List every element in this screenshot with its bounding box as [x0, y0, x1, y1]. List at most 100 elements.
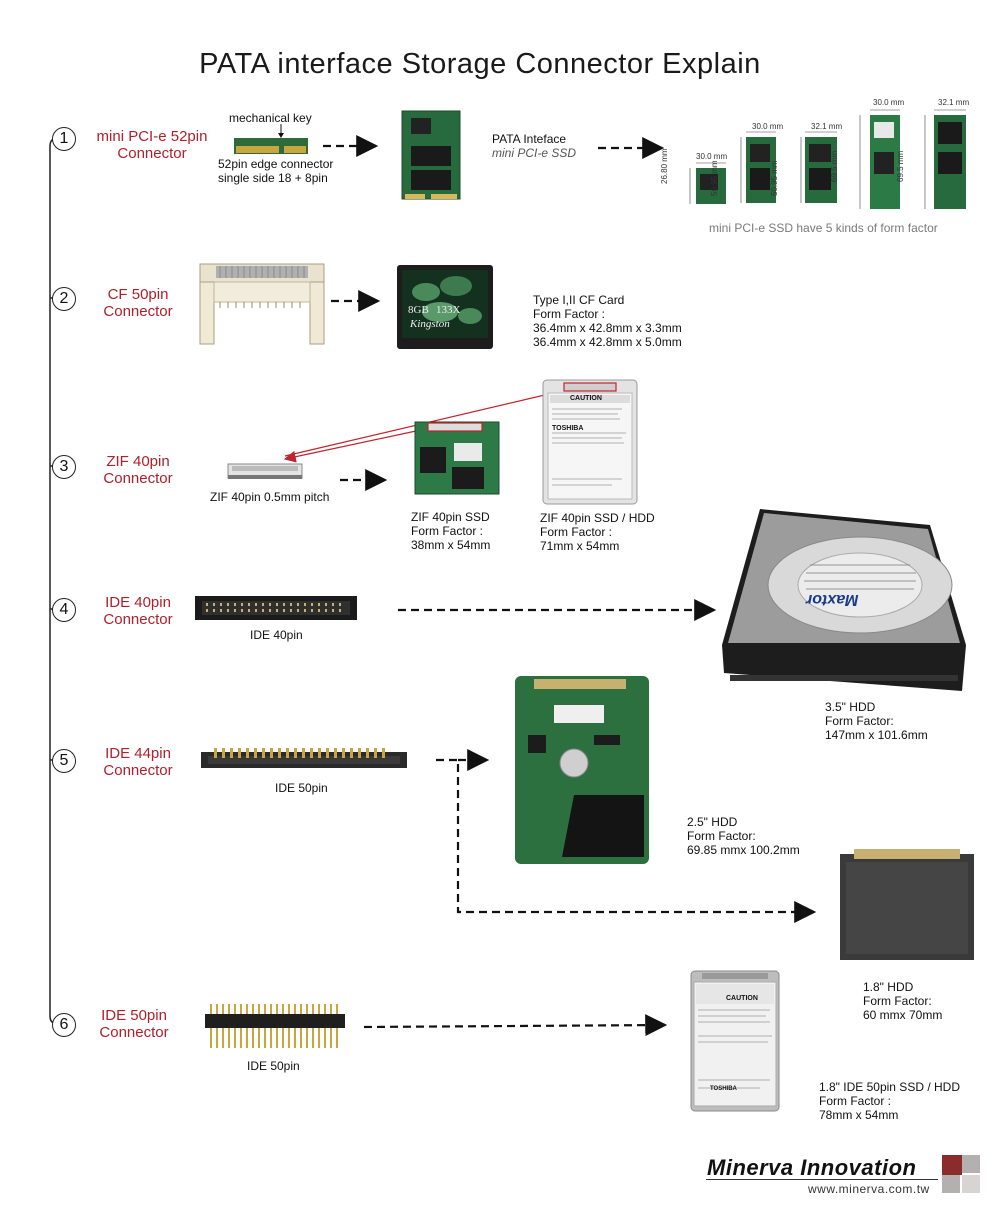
cf-card-caption: Type I,II CF Card Form Factor : 36.4mm x… [533, 293, 682, 349]
caption-line: 71mm x 54mm [540, 539, 620, 553]
row-number-3: 3 [52, 455, 76, 479]
cf-card-brand: Kingston [410, 318, 450, 330]
zif-ssd-image [414, 421, 500, 495]
row-label-line2: Connector [103, 470, 173, 487]
row-label-line1: ZIF 40pin [106, 453, 170, 470]
row-label-mini-pcie: mini PCI-e 52pin Connector [82, 128, 222, 162]
row-label-line2: Connector [117, 145, 187, 162]
row-label-cf: CF 50pin Connector [82, 286, 194, 320]
ide50-hdd-brand: TOSHIBA [710, 1086, 737, 1092]
arrow-row6 [363, 1014, 668, 1037]
footer-divider [706, 1179, 938, 1180]
caption-line: Form Factor: [687, 829, 756, 843]
dim-height-2: 50.95 mm [710, 160, 719, 196]
row-label-ide44: IDE 44pin Connector [82, 745, 194, 779]
hdd-35-image [722, 509, 966, 691]
hdd-18-image [840, 849, 974, 960]
row-label-line1: CF 50pin [107, 286, 169, 303]
brand-name: Minerva Innovation [707, 1155, 917, 1180]
row-label-line1: mini PCI-e 52pin [96, 128, 208, 145]
caption-line: 52pin edge connector [218, 157, 334, 171]
caption-line: Type I,II CF Card [533, 293, 625, 307]
caption-line: 69.85 mmx 100.2mm [687, 843, 800, 857]
hdd-35-brand: Maxtor [806, 591, 859, 608]
dim-height-5: 69.5 mm [896, 150, 905, 182]
row-number-1: 1 [52, 127, 76, 151]
caption-line: Form Factor : [533, 307, 606, 321]
ide50-caption: IDE 50pin [247, 1059, 300, 1073]
row-label-line2: Connector [103, 611, 173, 628]
caption-line: PATA Inteface [492, 132, 567, 146]
website-link[interactable]: www.minerva.com.tw [808, 1182, 930, 1196]
caption-line: ZIF 40pin SSD [411, 510, 490, 524]
mini-pcie-edge-connector-image [234, 124, 308, 154]
ide44-connector-image [201, 748, 407, 768]
logo-square-pale [962, 1175, 980, 1193]
caption-line: 3.5" HDD [825, 700, 876, 714]
ide50-hdd-caution: CAUTION [726, 995, 758, 1002]
dim-width-1: 30.0 mm [696, 152, 728, 161]
zif-hdd-caption: ZIF 40pin SSD / HDD Form Factor : 71mm x… [540, 511, 655, 553]
form-factor-note: mini PCI-e SSD have 5 kinds of form fact… [709, 221, 938, 235]
dim-height-1: 26.80 mm [660, 148, 669, 184]
row-number-6: 6 [52, 1013, 76, 1037]
mechanical-key-label: mechanical key [229, 111, 312, 125]
cf-connector-image [199, 263, 325, 345]
logo-square-dark [942, 1155, 962, 1175]
mini-pcie-ssd-image [401, 110, 461, 200]
logo-square-light [962, 1155, 980, 1173]
ide50-hdd-caption: 1.8" IDE 50pin SSD / HDD Form Factor : 7… [819, 1080, 960, 1122]
caption-line: 36.4mm x 42.8mm x 3.3mm [533, 321, 682, 335]
row-label-zif: ZIF 40pin Connector [82, 453, 194, 487]
ide40-connector-image [195, 596, 357, 620]
dim-width-5: 32.1 mm [938, 98, 970, 107]
zif-connector-caption: ZIF 40pin 0.5mm pitch [210, 490, 330, 504]
cf-card-image [397, 265, 493, 349]
caption-line: 36.4mm x 42.8mm x 5.0mm [533, 335, 682, 349]
dim-width-2: 30.0 mm [752, 122, 784, 131]
zif-hdd-caution: CAUTION [570, 395, 602, 402]
hdd-25-image [515, 676, 649, 864]
caption-line: 78mm x 54mm [819, 1108, 899, 1122]
pata-interface-caption: PATA Inteface mini PCI-e SSD [492, 132, 576, 160]
row-label-ide40: IDE 40pin Connector [82, 594, 194, 628]
zif-hdd-brand: TOSHIBA [552, 425, 584, 432]
ide40-caption: IDE 40pin [250, 628, 303, 642]
caption-line: ZIF 40pin SSD / HDD [540, 511, 655, 525]
cf-card-speed: 133X [436, 304, 461, 316]
dim-width-4: 30.0 mm [873, 98, 905, 107]
caption-line: mini PCI-e SSD [492, 146, 577, 160]
caption-line: Form Factor: [825, 714, 894, 728]
caption-line: Form Factor: [863, 994, 932, 1008]
dim-height-4: 69.5 mm [830, 150, 839, 182]
hdd-35-caption: 3.5" HDD Form Factor: 147mm x 101.6mm [825, 700, 928, 742]
row-label-line1: IDE 50pin [101, 1007, 167, 1024]
row-label-line2: Connector [103, 303, 173, 320]
dim-width-3: 32.1 mm [811, 122, 843, 131]
page-title: PATA interface Storage Connector Explain [199, 48, 761, 80]
ide50-hdd-image [690, 970, 780, 1112]
row-number-2: 2 [52, 287, 76, 311]
zif-ssd-caption: ZIF 40pin SSD Form Factor : 38mm x 54mm [411, 510, 490, 552]
caption-line: 38mm x 54mm [411, 538, 491, 552]
caption-line: Form Factor : [411, 524, 484, 538]
cf-card-capacity: 8GB [408, 304, 429, 316]
ide50-connector-image [205, 1004, 345, 1048]
row-label-line2: Connector [103, 762, 173, 779]
hdd-25-caption: 2.5" HDD Form Factor: 69.85 mmx 100.2mm [687, 815, 800, 857]
logo-square-light [942, 1175, 960, 1193]
row-label-line2: Connector [99, 1024, 169, 1041]
hdd-18-caption: 1.8" HDD Form Factor: 60 mmx 70mm [863, 980, 942, 1022]
edge-connector-caption: 52pin edge connector single side 18 + 8p… [218, 157, 333, 185]
caption-line: 2.5" HDD [687, 815, 738, 829]
row-label-line1: IDE 40pin [105, 594, 171, 611]
caption-line: 1.8" IDE 50pin SSD / HDD [819, 1080, 960, 1094]
row-number-4: 4 [52, 598, 76, 622]
row-number-5: 5 [52, 749, 76, 773]
dim-height-3: 50.95 mm [770, 160, 779, 196]
caption-line: Form Factor : [540, 525, 613, 539]
caption-line: 60 mmx 70mm [863, 1008, 943, 1022]
zif-hdd-image [542, 379, 638, 505]
row-label-line1: IDE 44pin [105, 745, 171, 762]
caption-line: Form Factor : [819, 1094, 892, 1108]
